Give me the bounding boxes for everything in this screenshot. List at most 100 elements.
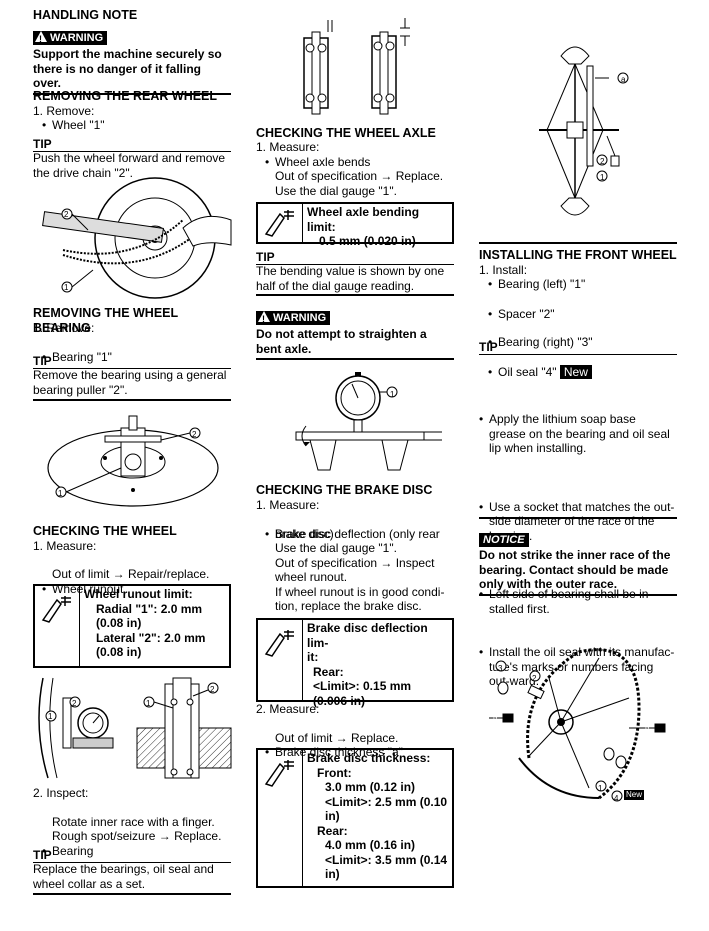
divider — [479, 242, 677, 244]
divider — [33, 399, 231, 401]
spec-value: Rear: — [313, 664, 344, 679]
step-text: tion, replace the brake disc. — [275, 599, 422, 613]
spec-value: <Limit>: 0.15 mm — [313, 679, 412, 693]
caliper-icon — [35, 586, 80, 666]
callout-1: 1 — [64, 283, 69, 292]
column-1: HANDLING NOTE !WARNING Support the machi… — [33, 0, 232, 895]
callout-1: 1 — [598, 784, 603, 793]
tip-label: TIP — [479, 341, 677, 355]
step-measure: 1. Measure: — [256, 498, 320, 512]
spec-value: 4.0 mm (0.16 in) — [325, 838, 416, 852]
spec-value: Rear: — [317, 823, 348, 838]
warning-icon: ! — [258, 311, 270, 324]
spec-box-disc-deflection: Brake disc deflection lim- it: Rear: <Li… — [256, 618, 454, 708]
list-item: Oil seal "4" New — [488, 364, 686, 380]
divider — [33, 893, 231, 895]
tip-label: TIP — [33, 355, 231, 369]
step-text: Use the dial gauge "1". — [275, 184, 397, 198]
callout-2: 2 — [600, 157, 605, 166]
spec-value: (0.08 in) — [96, 616, 142, 630]
spec-title: Wheel axle bending limit: — [307, 205, 420, 234]
tip-text: Replace the bearings, oil seal and wheel… — [33, 862, 214, 891]
tip-label: TIP — [33, 849, 231, 863]
caliper-icon — [258, 620, 303, 700]
warning-badge: !WARNING — [33, 30, 108, 45]
step-text: Out of limit → Repair/replace. — [52, 567, 210, 581]
step-remove: 1. Remove: — [33, 321, 95, 335]
divider — [479, 517, 677, 519]
step-text: Rough spot/seizure → Replace. — [52, 829, 222, 843]
step-measure: 2. Measure: — [256, 702, 320, 716]
spec-value: Lateral "2": 2.0 mm — [96, 630, 206, 645]
new-badge: New — [624, 790, 645, 800]
warning-badge: !WARNING — [256, 310, 331, 325]
spec-value: 0.5 mm (0.020 in) — [319, 234, 416, 248]
callout-2: 2 — [532, 674, 537, 683]
step-text: Out of limit → Replace. — [275, 731, 399, 745]
spec-title: it: — [307, 650, 319, 664]
callout-a: a — [621, 75, 626, 84]
warning-text: Do not attempt to straighten a bent axle… — [256, 327, 454, 360]
spec-value: Front: — [317, 765, 352, 780]
callout-2: 2 — [210, 685, 215, 694]
list-item: Bearing (left) "1" — [488, 277, 686, 292]
section-install-front: INSTALLING THE FRONT WHEEL — [479, 248, 677, 262]
tip-label: TIP — [256, 251, 454, 265]
callout-1: 1 — [48, 712, 53, 721]
callout-2: 2 — [72, 699, 77, 708]
notice-badge: NOTICE — [479, 532, 529, 547]
spec-value: in) — [325, 809, 340, 823]
step-text: Out of specification → Replace. — [275, 169, 444, 183]
list-item: Brake disc deflection (only rear — [265, 527, 463, 542]
step-remove: 1. Remove: — [33, 104, 95, 118]
spec-value: Radial "1": 2.0 mm — [96, 601, 203, 616]
list-item: Wheel axle bends — [265, 155, 463, 170]
spec-value: <Limit>: 2.5 mm (0.10 — [325, 794, 448, 809]
step-text: brake disc) — [275, 527, 334, 541]
callout-1: 1 — [146, 699, 151, 708]
step-text: Use the dial gauge "1". — [275, 541, 397, 555]
axle-bearing-figure — [303, 18, 410, 115]
step-text: wheel runout. — [275, 570, 348, 584]
tip-label: TIP — [33, 138, 231, 152]
section-check-wheel: CHECKING THE WHEEL — [33, 524, 177, 538]
callout-2: 2 — [192, 430, 197, 439]
callout-2: 2 — [64, 210, 69, 219]
rear-wheel-figure — [42, 177, 232, 299]
list-item: Spacer "2" — [488, 307, 686, 322]
spec-value: <Limit>: 3.5 mm (0.14 — [325, 852, 448, 867]
caliper-icon — [258, 204, 303, 242]
column-2: CHECKING THE WHEEL AXLE 1. Measure: Whee… — [256, 0, 454, 888]
section-check-disc: CHECKING THE BRAKE DISC — [256, 483, 433, 497]
section-remove-bearing: REMOVING THE WHEEL BEARING — [33, 306, 178, 335]
step-text: Rotate inner race with a finger. — [52, 815, 215, 829]
tip-bullet: Apply the lithium soap base grease on th… — [479, 412, 675, 456]
callout-1: 1 — [58, 489, 63, 498]
callout-1: 1 — [600, 173, 605, 182]
notice-text: Do not strike the inner race of the bear… — [479, 548, 677, 596]
callout-1: 1 — [390, 390, 395, 399]
step-measure: 1. Measure: — [256, 140, 320, 154]
new-badge: New — [559, 364, 592, 379]
spec-title: Brake disc deflection lim- — [307, 621, 428, 650]
warning-text: Support the machine securely so there is… — [33, 47, 231, 95]
list-item: Bearing — [42, 844, 240, 859]
list-item: Bearing (right) "3" — [488, 335, 686, 350]
spec-value: (0.08 in) — [96, 645, 142, 659]
spec-value: 3.0 mm (0.12 in) — [325, 780, 416, 794]
callout-4: 4 — [614, 794, 619, 803]
spec-title: Wheel runout limit: — [84, 587, 193, 601]
column-3: a 2 1 INSTALLING THE FRONT WHEEL 1. Inst… — [479, 0, 677, 803]
spec-box-wheel-runout: Wheel runout limit: Radial "1": 2.0 mm (… — [33, 584, 231, 668]
spec-box-disc-thickness: Brake disc thickness: Front: 3.0 mm (0.1… — [256, 748, 454, 888]
step-install: 1. Install: — [479, 263, 528, 277]
step-measure: 1. Measure: — [33, 539, 97, 553]
section-handling-note: HANDLING NOTE — [33, 8, 138, 22]
callout-3: 3 — [498, 664, 503, 673]
divider — [256, 294, 454, 296]
warning-icon: ! — [35, 31, 47, 44]
runout-measurement-figure — [38, 677, 232, 779]
tip-text: Remove the bearing using a general beari… — [33, 368, 227, 397]
spec-value: in) — [325, 867, 340, 881]
tip-text: The bending value is shown by one half o… — [256, 264, 445, 293]
